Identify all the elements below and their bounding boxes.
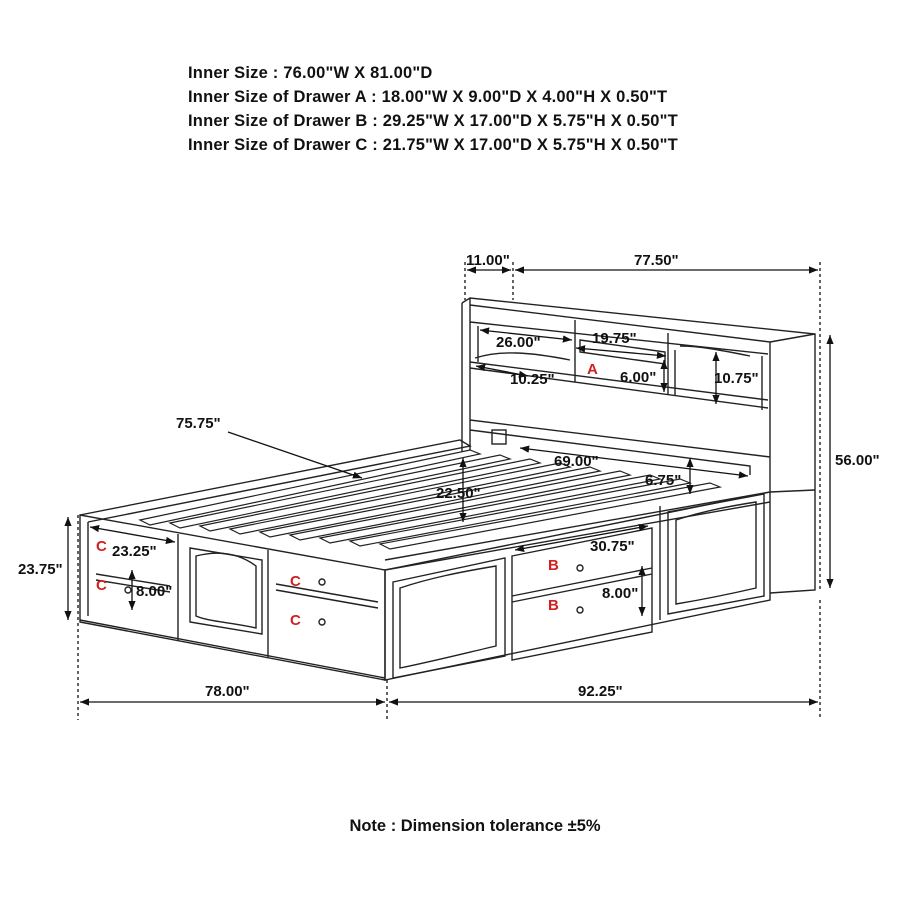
- dim-overall-width: 78.00": [205, 683, 250, 700]
- dim-overall-height: 23.75": [18, 561, 63, 578]
- dim-rail-length: 75.75": [176, 415, 221, 432]
- dim-headboard-height: 56.00": [835, 452, 880, 469]
- drawer-label-a: A: [587, 361, 598, 378]
- dim-foot-drawer-height: 8.00": [136, 583, 172, 600]
- spec-drawer-b: Inner Size of Drawer B : 29.25"W X 17.00…: [188, 112, 678, 130]
- dim-shelf-height: 10.75": [714, 370, 759, 387]
- dim-shelf-width: 26.00": [496, 334, 541, 351]
- dim-overall-length: 92.25": [578, 683, 623, 700]
- dim-side-drawer-height: 8.00": [602, 585, 638, 602]
- dim-slat-height: 22.50": [436, 485, 481, 502]
- dim-drawer-a-width: 19.75": [592, 330, 637, 347]
- dim-side-drawer-width: 30.75": [590, 538, 635, 555]
- drawer-label-b-top: B: [548, 557, 559, 574]
- dim-headboard-depth: 11.00": [466, 252, 510, 269]
- dim-drawer-a-height: 6.00": [620, 369, 656, 386]
- drawer-label-c-left-top: C: [96, 538, 107, 555]
- dim-foot-drawer-width: 23.25": [112, 543, 157, 560]
- drawer-label-c-right-top: C: [290, 573, 301, 590]
- dim-shelf-depth: 10.25": [510, 371, 555, 388]
- dim-rail-inner-length: 69.00": [554, 453, 599, 470]
- dim-rail-height: 6.75": [645, 472, 681, 489]
- tolerance-note: Note : Dimension tolerance ±5%: [349, 817, 601, 835]
- drawer-label-c-right-bottom: C: [290, 612, 301, 629]
- side-storage: [384, 491, 771, 681]
- spec-drawer-a: Inner Size of Drawer A : 18.00"W X 9.00"…: [188, 88, 668, 106]
- drawer-label-c-left-bottom: C: [96, 577, 107, 594]
- slats: [138, 449, 723, 550]
- dim-overall-length-top: 77.50": [634, 252, 679, 269]
- dimension-lines: [64, 262, 834, 720]
- drawer-label-b-bottom: B: [548, 597, 559, 614]
- spec-drawer-c: Inner Size of Drawer C : 21.75"W X 17.00…: [188, 136, 678, 154]
- spec-inner-size: Inner Size : 76.00"W X 81.00"D: [188, 64, 433, 82]
